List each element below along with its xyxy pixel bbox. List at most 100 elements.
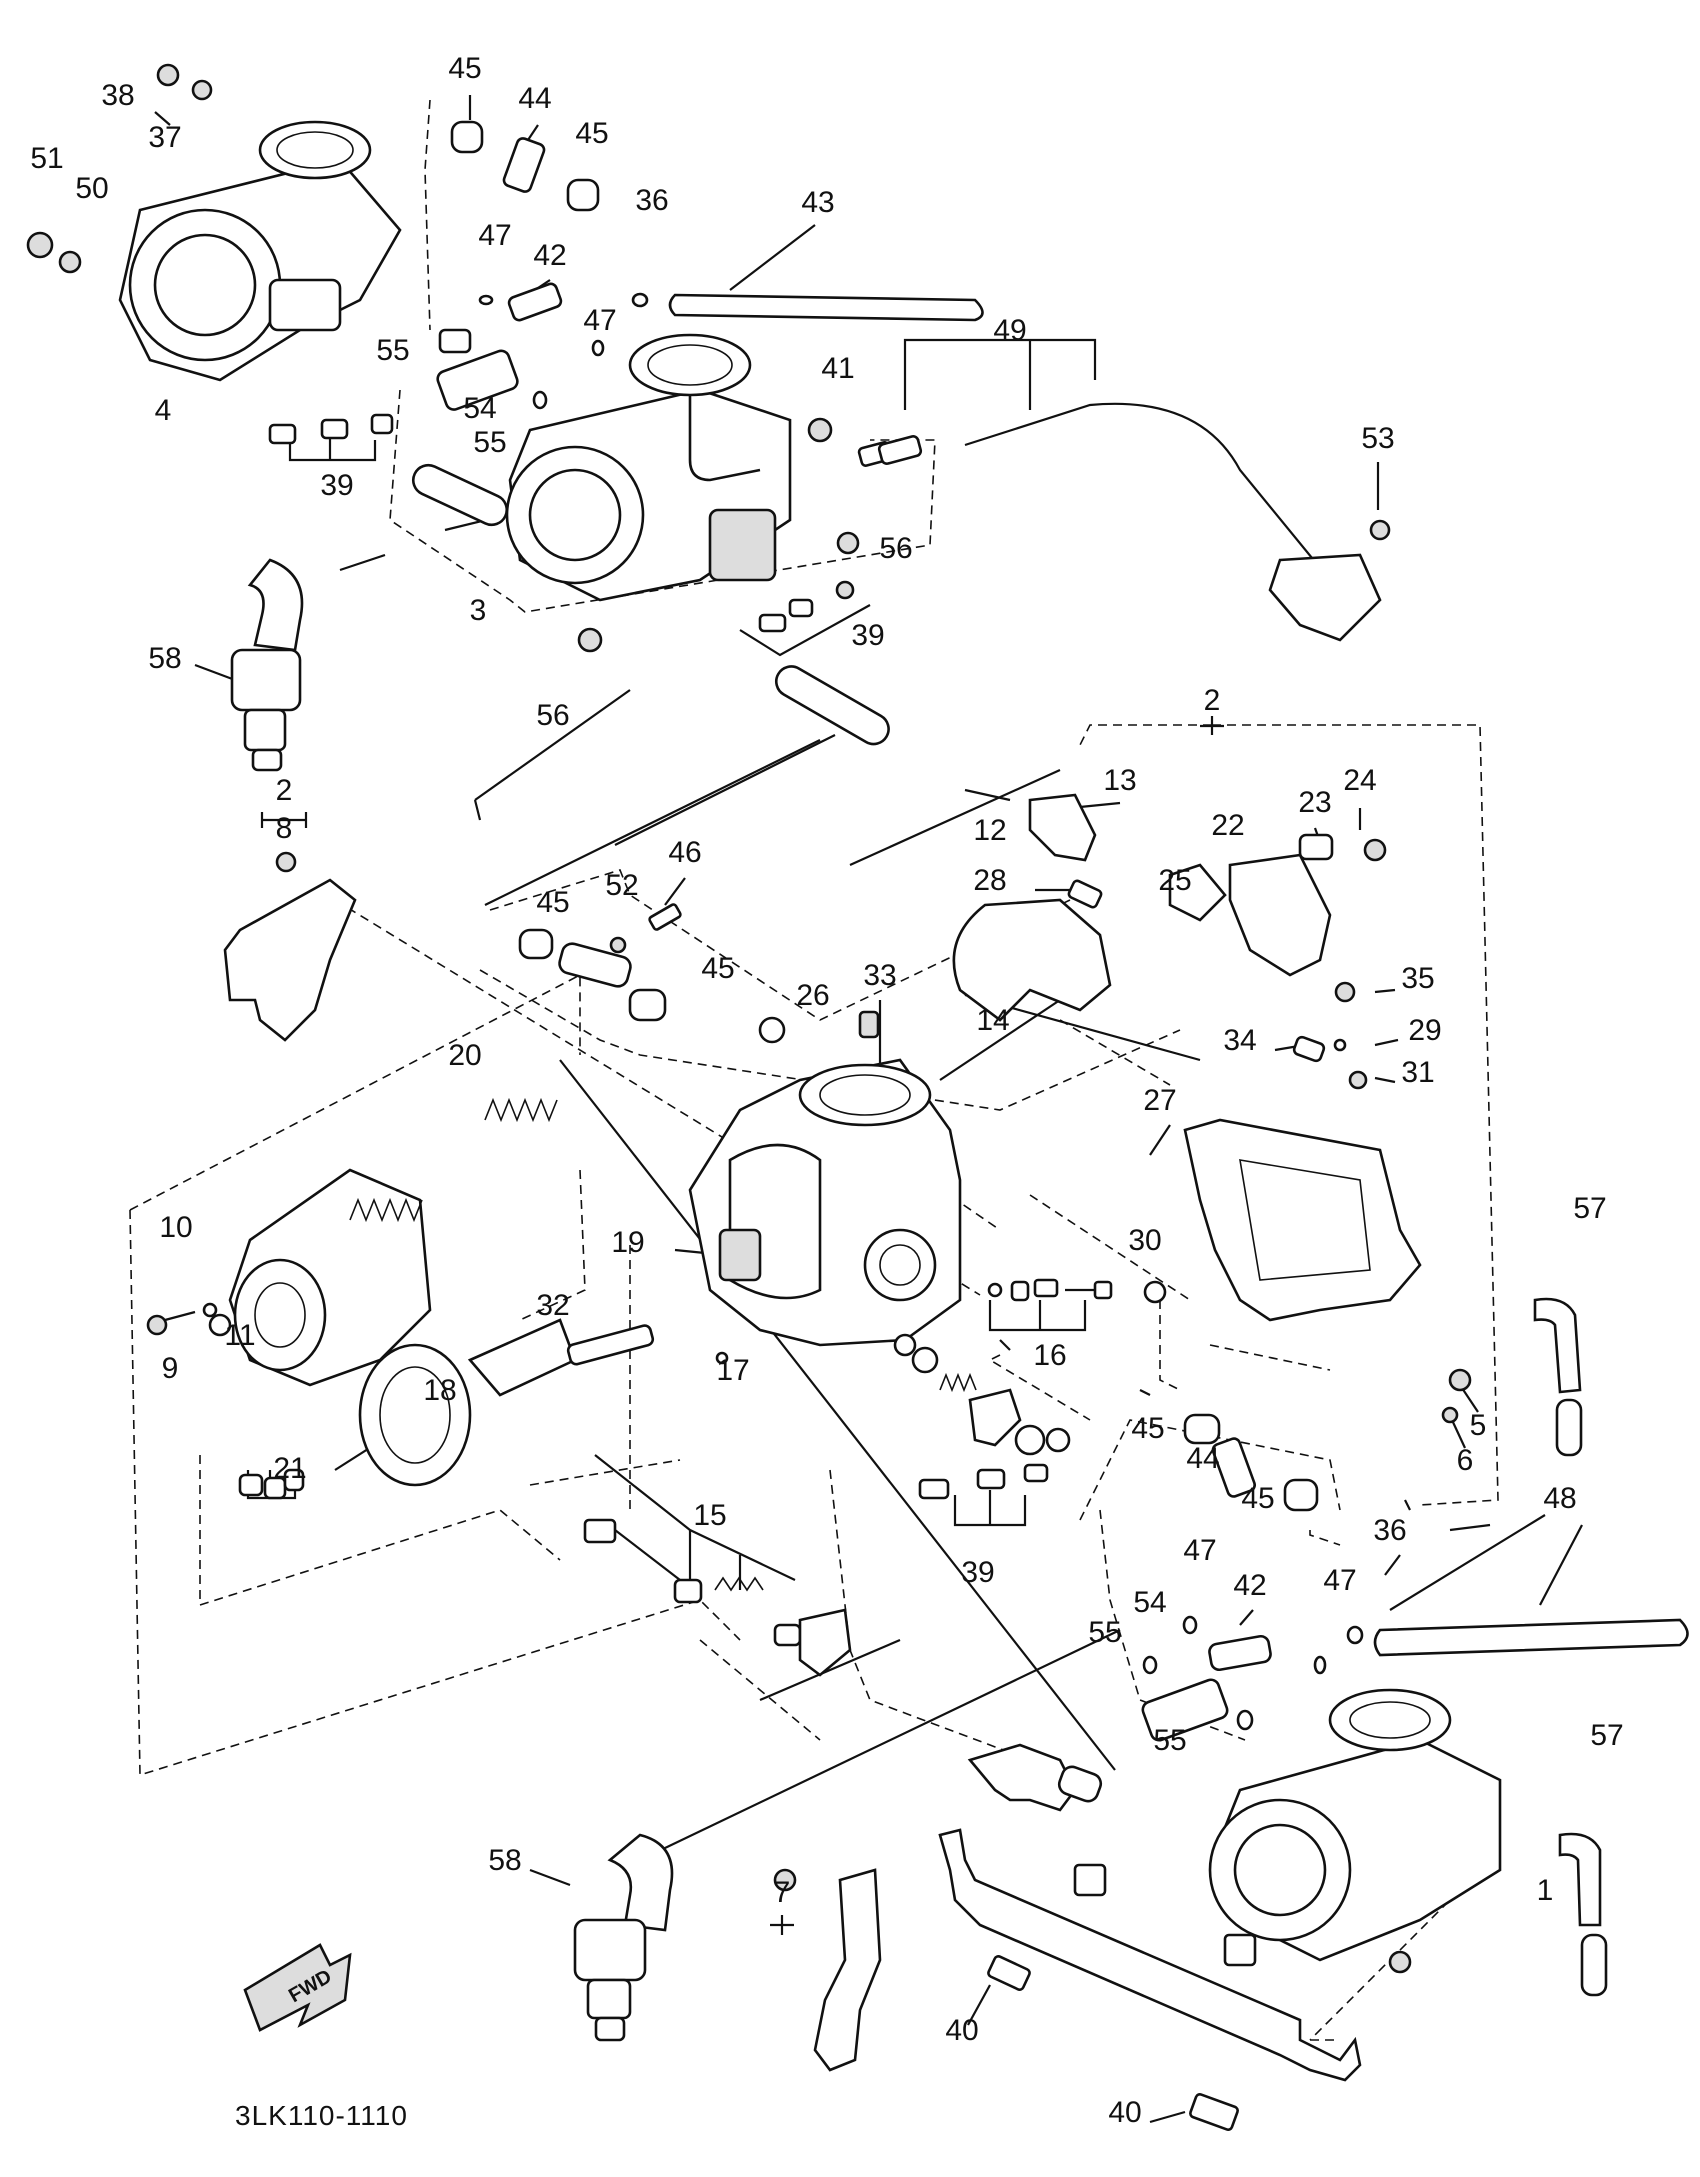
air-vent-58-bottom bbox=[573, 1833, 674, 2042]
part-label-29: 29 bbox=[1408, 1014, 1441, 1047]
lower-fittings bbox=[1141, 1413, 1689, 1742]
diagram-code: 3LK110-1110 bbox=[235, 2100, 408, 2131]
part-label-58a: 58 bbox=[148, 642, 181, 675]
part-label-7: 7 bbox=[774, 1876, 791, 1909]
part-label-32: 32 bbox=[536, 1289, 569, 1322]
part-label-14: 14 bbox=[976, 1004, 1009, 1037]
part-label-49: 49 bbox=[993, 314, 1026, 347]
part-label-10: 10 bbox=[159, 1211, 192, 1244]
bracket-8 bbox=[223, 851, 357, 1042]
part-label-45c: 45 bbox=[536, 886, 569, 919]
part-label-27: 27 bbox=[1143, 1084, 1176, 1117]
part-label-13: 13 bbox=[1103, 764, 1136, 797]
part-label-39b: 39 bbox=[851, 619, 884, 652]
part-label-52: 52 bbox=[605, 869, 638, 902]
part-label-35: 35 bbox=[1401, 962, 1434, 995]
part-label-42a: 42 bbox=[533, 239, 566, 272]
diaphragm-cover-10 bbox=[146, 1168, 432, 1387]
part-label-25: 25 bbox=[1158, 864, 1191, 897]
part-label-2a: 2 bbox=[1204, 684, 1221, 717]
part-label-39c: 39 bbox=[961, 1556, 994, 1589]
part-label-33: 33 bbox=[863, 959, 896, 992]
part-label-17: 17 bbox=[716, 1354, 749, 1387]
cable-49 bbox=[877, 402, 1391, 642]
part-label-54a: 54 bbox=[463, 392, 496, 425]
part-label-2b: 2 bbox=[276, 774, 293, 807]
part-label-47c: 47 bbox=[1183, 1534, 1216, 1567]
part-label-40a: 40 bbox=[945, 2014, 978, 2047]
part-label-45b: 45 bbox=[575, 117, 608, 150]
bracket-40-plate bbox=[773, 1828, 1362, 2131]
part-label-42b: 42 bbox=[1233, 1569, 1266, 1602]
top-fittings bbox=[268, 120, 984, 527]
part-label-18: 18 bbox=[423, 1374, 456, 1407]
part-label-46: 46 bbox=[668, 836, 701, 869]
part-label-36b: 36 bbox=[1373, 1514, 1406, 1547]
fwd-arrow-icon bbox=[243, 1943, 352, 2032]
linkage-15 bbox=[583, 1518, 852, 1677]
part-label-57a: 57 bbox=[1573, 1192, 1606, 1225]
part-label-51: 51 bbox=[30, 142, 63, 175]
part-label-15: 15 bbox=[693, 1499, 726, 1532]
part-label-34: 34 bbox=[1223, 1024, 1256, 1057]
part-label-26: 26 bbox=[796, 979, 829, 1012]
part-label-48: 48 bbox=[1543, 1482, 1576, 1515]
part-label-37: 37 bbox=[148, 121, 181, 154]
part-label-6: 6 bbox=[1457, 1444, 1474, 1477]
part-label-55a: 55 bbox=[376, 334, 409, 367]
part-label-36a: 36 bbox=[635, 184, 668, 217]
part-label-11: 11 bbox=[224, 1319, 255, 1352]
part-label-41: 41 bbox=[821, 352, 854, 385]
group-2-parts bbox=[952, 788, 1583, 1457]
part-label-44b: 44 bbox=[1186, 1442, 1219, 1475]
part-label-45e: 45 bbox=[1131, 1412, 1164, 1445]
part-label-47a: 47 bbox=[478, 219, 511, 252]
spring-20 bbox=[349, 1097, 558, 1223]
part-label-54b: 54 bbox=[1133, 1586, 1166, 1619]
throttle-parts-16 bbox=[893, 1278, 1167, 1500]
part-label-19: 19 bbox=[611, 1226, 644, 1259]
part-label-1: 1 bbox=[1537, 1874, 1554, 1907]
throttle-lever-part bbox=[967, 1743, 1103, 1812]
part-label-47d: 47 bbox=[1323, 1564, 1356, 1597]
part-label-30: 30 bbox=[1128, 1224, 1161, 1257]
part-label-4: 4 bbox=[155, 394, 172, 427]
part-label-21: 21 bbox=[273, 1452, 306, 1485]
air-vent-58-top bbox=[230, 558, 304, 772]
carburetor-4-top-left bbox=[26, 63, 402, 382]
part-label-56b: 56 bbox=[536, 699, 569, 732]
part-label-45f: 45 bbox=[1241, 1482, 1274, 1515]
part-label-45a: 45 bbox=[448, 52, 481, 85]
part-label-16: 16 bbox=[1033, 1339, 1066, 1372]
part-label-5: 5 bbox=[1470, 1409, 1487, 1442]
part-label-56a: 56 bbox=[879, 532, 912, 565]
part-label-22: 22 bbox=[1211, 809, 1244, 842]
part-label-28: 28 bbox=[973, 864, 1006, 897]
part-label-9: 9 bbox=[162, 1352, 179, 1385]
part-label-55c: 55 bbox=[1088, 1616, 1121, 1649]
part-label-47b: 47 bbox=[583, 304, 616, 337]
part-label-40b: 40 bbox=[1108, 2096, 1141, 2129]
part-label-53: 53 bbox=[1361, 422, 1394, 455]
part-label-20: 20 bbox=[448, 1039, 481, 1072]
part-label-31: 31 bbox=[1401, 1056, 1434, 1089]
part-label-57b: 57 bbox=[1590, 1719, 1623, 1752]
carburetor-3 bbox=[505, 333, 893, 746]
part-label-3: 3 bbox=[470, 594, 487, 627]
part-label-58b: 58 bbox=[488, 1844, 521, 1877]
part-label-55d: 55 bbox=[1153, 1724, 1186, 1757]
part-label-45d: 45 bbox=[701, 952, 734, 985]
mid-fittings bbox=[518, 903, 880, 1044]
part-label-24: 24 bbox=[1343, 764, 1376, 797]
part-label-12: 12 bbox=[973, 814, 1006, 847]
part-label-8: 8 bbox=[276, 812, 293, 845]
main-carburetor-19 bbox=[688, 1058, 962, 1365]
piston-diaphragm-18 bbox=[238, 1318, 655, 1500]
carburetor-1 bbox=[1208, 1688, 1608, 1997]
part-label-23: 23 bbox=[1298, 786, 1331, 819]
assembly-outlines bbox=[129, 99, 1499, 2041]
part-label-38: 38 bbox=[101, 79, 134, 112]
part-label-44a: 44 bbox=[518, 82, 551, 115]
